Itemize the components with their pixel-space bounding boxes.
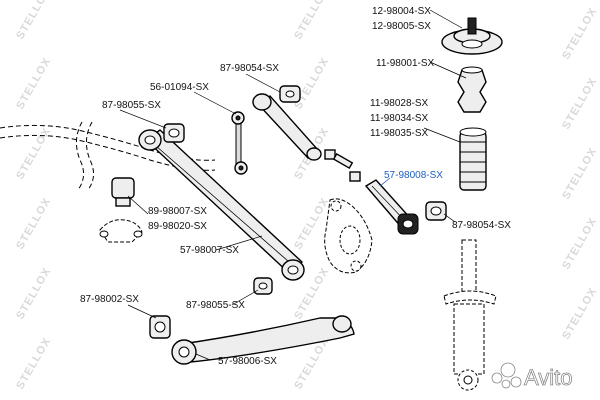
- watermark-text: STELLOX: [560, 146, 599, 202]
- shock-absorber: [443, 239, 497, 391]
- avito-dot-icon: [491, 372, 503, 384]
- label-upper-arm: 57-98007-SX: [180, 245, 239, 256]
- label-lower-arm: 57-98006-SX: [218, 356, 277, 367]
- label-bump-stop: 11-98001-SX: [376, 58, 435, 69]
- label-toe-link: 57-98008-SX: [384, 170, 443, 181]
- avito-dot-icon: [510, 376, 522, 388]
- watermark-text: STELLOX: [560, 216, 599, 272]
- bump-stop: [457, 66, 487, 113]
- upper-arm: [138, 129, 305, 281]
- top-mount: [441, 17, 503, 55]
- leader-lines: [119, 9, 467, 361]
- bushing-right: [425, 201, 447, 221]
- upper-link: [252, 85, 322, 161]
- bushing-lower: [253, 277, 273, 295]
- avito-dot-icon: [501, 379, 511, 389]
- label-bushing-bottom-left: 87-98002-SX: [80, 294, 139, 305]
- part-labels: 12-98004-SX 12-98005-SX 11-98001-SX 11-9…: [80, 6, 511, 367]
- label-stab-bushing-b: 89-98020-SX: [148, 221, 207, 232]
- avito-dot-icon: [500, 362, 516, 378]
- watermark-text: STELLOX: [560, 76, 599, 132]
- label-boot-b: 11-98034-SX: [370, 113, 429, 124]
- label-bushing-lower: 87-98055-SX: [186, 300, 245, 311]
- label-stab-bushing-a: 89-98007-SX: [148, 206, 207, 217]
- label-bushing-right: 87-98054-SX: [452, 220, 511, 231]
- toe-link: [364, 179, 419, 235]
- label-boot-a: 11-98028-SX: [370, 98, 429, 109]
- avito-logo: Avito: [491, 362, 573, 390]
- watermark-text: STELLOX: [14, 336, 53, 392]
- label-stab-link: 56-01094-SX: [150, 82, 209, 93]
- label-boot-c: 11-98035-SX: [370, 128, 429, 139]
- watermark-text: STELLOX: [292, 56, 331, 112]
- watermark-right: STELLOX STELLOX STELLOX STELLOX STELLOX: [560, 6, 599, 342]
- watermark-text: STELLOX: [292, 0, 331, 42]
- watermark-left: STELLOX STELLOX STELLOX STELLOX STELLOX …: [14, 0, 53, 392]
- label-bushing-left: 87-98055-SX: [102, 100, 161, 111]
- knuckle: [324, 198, 373, 274]
- stabilizer-bar: [0, 121, 216, 191]
- watermark-text: STELLOX: [14, 56, 53, 112]
- stabilizer-link: [231, 111, 248, 175]
- lower-arm: [171, 315, 355, 365]
- avito-text: Avito: [524, 365, 573, 390]
- watermark-text: STELLOX: [14, 0, 53, 42]
- label-bushing-upper: 87-98054-SX: [220, 63, 279, 74]
- stabilizer-bushing: [99, 177, 143, 243]
- label-top-mount-a: 12-98004-SX: [372, 6, 431, 17]
- dust-boot: [459, 127, 487, 191]
- watermark-text: STELLOX: [14, 196, 53, 252]
- bushing-left: [163, 123, 185, 143]
- label-top-mount-b: 12-98005-SX: [372, 21, 431, 32]
- watermark-text: STELLOX: [14, 126, 53, 182]
- bolt-set: [324, 149, 361, 182]
- watermark-text: STELLOX: [14, 266, 53, 322]
- bushing-bottom-left: [149, 315, 171, 339]
- watermark-text: STELLOX: [560, 286, 599, 342]
- watermark-text: STELLOX: [560, 6, 599, 62]
